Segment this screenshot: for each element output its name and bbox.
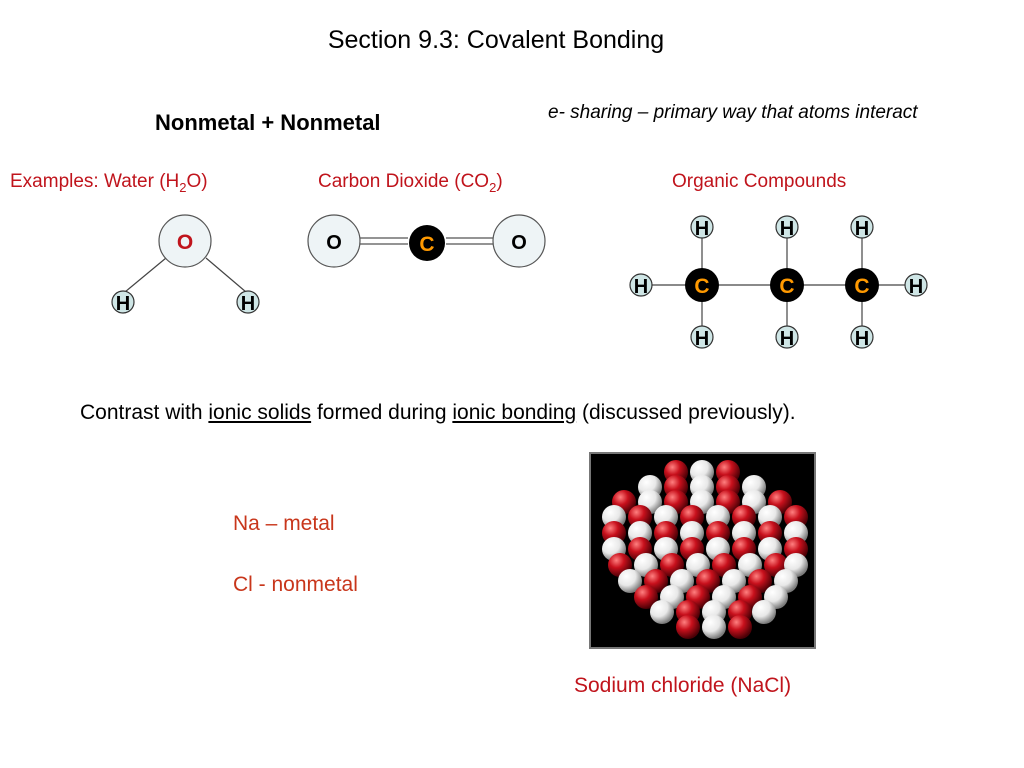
hydrogen-atom <box>629 273 653 297</box>
hydrogen-atom <box>236 290 260 314</box>
hydrogen-symbol: H <box>780 328 794 350</box>
oxygen-symbol: O <box>177 231 193 254</box>
water-label-end: O) <box>186 171 208 192</box>
sodium-ion <box>618 569 642 593</box>
organic-example-label: Organic Compounds <box>672 171 847 192</box>
oxygen-atom <box>158 214 212 268</box>
co2-example-label: Carbon Dioxide (CO2) <box>318 171 503 195</box>
na-metal-label: Na – metal <box>233 512 335 535</box>
carbon-atom <box>409 225 445 261</box>
cl-nonmetal-label: Cl - nonmetal <box>233 573 358 596</box>
hydrogen-symbol: H <box>855 328 869 350</box>
sodium-ion <box>702 615 726 639</box>
carbon-symbol: C <box>779 275 794 298</box>
sodium-ion <box>650 600 674 624</box>
oxygen-atom <box>492 214 546 268</box>
water-example-label: Examples: Water (H2O) <box>10 171 208 195</box>
carbon-atom <box>770 268 804 302</box>
oxygen-atom <box>307 214 361 268</box>
contrast-text: Contrast with <box>80 401 209 424</box>
nacl-caption: Sodium chloride (NaCl) <box>574 674 792 697</box>
ionic-solids-link[interactable]: ionic solids <box>208 401 312 424</box>
nacl-crystal-image <box>589 452 816 649</box>
co2-molecule: O O C <box>307 214 546 268</box>
chloride-ion <box>676 615 700 639</box>
co2-label-text: Carbon Dioxide (CO <box>318 171 490 192</box>
contrast-text: formed during <box>311 401 453 424</box>
ionic-bonding-link[interactable]: ionic bonding <box>452 401 577 424</box>
carbon-symbol: C <box>694 275 709 298</box>
water-label-text: Examples: Water (H <box>10 171 180 192</box>
hydrogen-atom <box>850 215 874 239</box>
hydrogen-symbol: H <box>855 218 869 240</box>
hydrogen-symbol: H <box>116 293 130 315</box>
water-molecule: O H H <box>111 214 260 315</box>
water-subscript: 2 <box>179 179 187 195</box>
chloride-ion <box>634 585 658 609</box>
hydrogen-atom <box>904 273 928 297</box>
hydrogen-symbol: H <box>695 218 709 240</box>
carbon-symbol: C <box>419 233 434 256</box>
co2-label-end: ) <box>496 171 503 192</box>
subtitle: Nonmetal + Nonmetal <box>155 110 381 135</box>
hydrogen-symbol: H <box>241 293 255 315</box>
carbon-symbol: C <box>854 275 869 298</box>
hydrogen-atom <box>690 215 714 239</box>
hydrogen-atom <box>775 325 799 349</box>
hydrogen-symbol: H <box>780 218 794 240</box>
organic-molecule: H H H H H H H H C C C <box>629 215 928 350</box>
hydrogen-symbol: H <box>695 328 709 350</box>
chloride-ion <box>728 615 752 639</box>
hydrogen-symbol: H <box>909 276 923 298</box>
oxygen-symbol: O <box>511 232 527 254</box>
carbon-atom <box>845 268 879 302</box>
contrast-sentence: Contrast with ionic solids formed during… <box>80 401 796 425</box>
hydrogen-atom <box>850 325 874 349</box>
oxygen-symbol: O <box>326 232 342 254</box>
hydrogen-atom <box>775 215 799 239</box>
hydrogen-atom <box>111 290 135 314</box>
sharing-note: e- sharing – primary way that atoms inte… <box>548 102 918 123</box>
co2-subscript: 2 <box>489 179 497 195</box>
hydrogen-atom <box>690 325 714 349</box>
carbon-atom <box>685 268 719 302</box>
sodium-ion <box>752 600 776 624</box>
slide-title: Section 9.3: Covalent Bonding <box>327 26 665 54</box>
contrast-text: (discussed previously). <box>576 401 796 424</box>
hydrogen-symbol: H <box>634 276 648 298</box>
